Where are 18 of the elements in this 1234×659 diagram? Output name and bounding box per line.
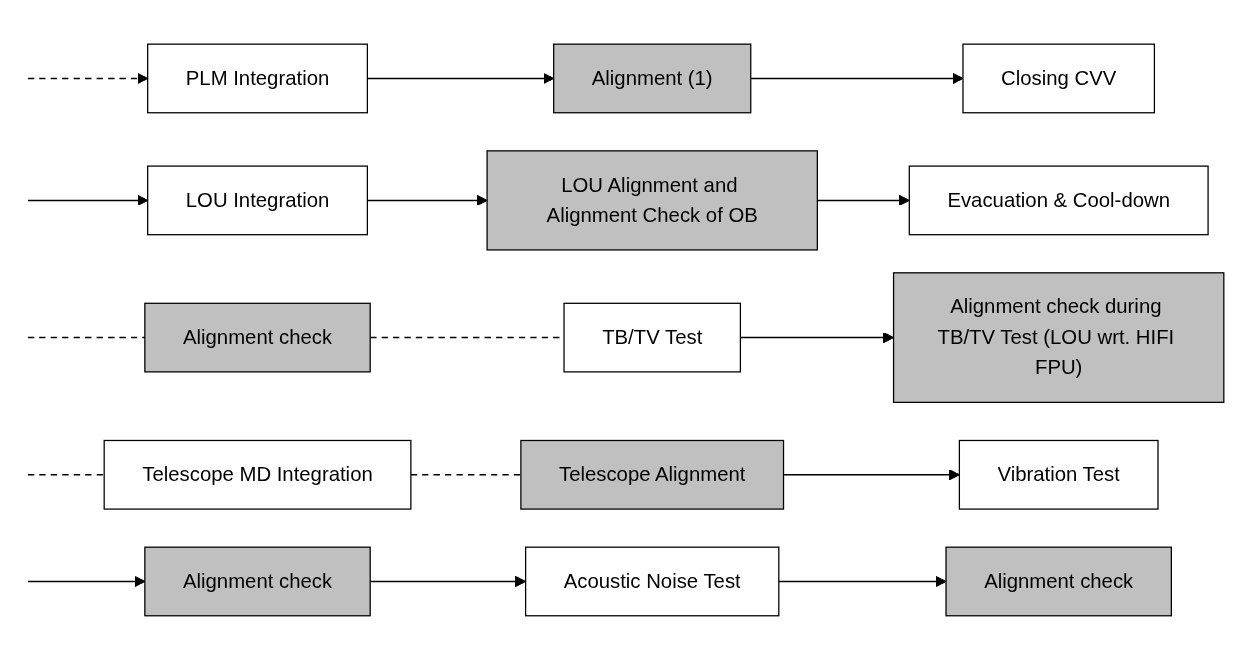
node-box: Alignment check during TB/TV Test (LOU wrt. HIFI FPU) [892,271,1225,403]
node-box: Alignment check [144,302,371,373]
connector [27,336,146,338]
node-box: Closing CVV [962,43,1156,113]
node-box: PLM Integration [147,43,368,113]
node-box: Acoustic Noise Test [524,546,780,616]
node-box: Alignment check [144,546,371,616]
node-box: LOU Integration [147,165,368,235]
node-box: Evacuation & Cool-down [908,165,1209,235]
node-box: Telescope MD Integration [103,439,412,510]
node-box: Alignment (1) [553,43,752,113]
node-box: TB/TV Test [563,302,742,373]
node-box: Alignment check [945,546,1172,616]
node-box: Vibration Test [958,439,1159,510]
node-box: Telescope Alignment [520,439,785,510]
arrow [778,575,947,587]
node-box: LOU Alignment and Alignment Check of OB [486,149,818,251]
connector [27,473,105,476]
